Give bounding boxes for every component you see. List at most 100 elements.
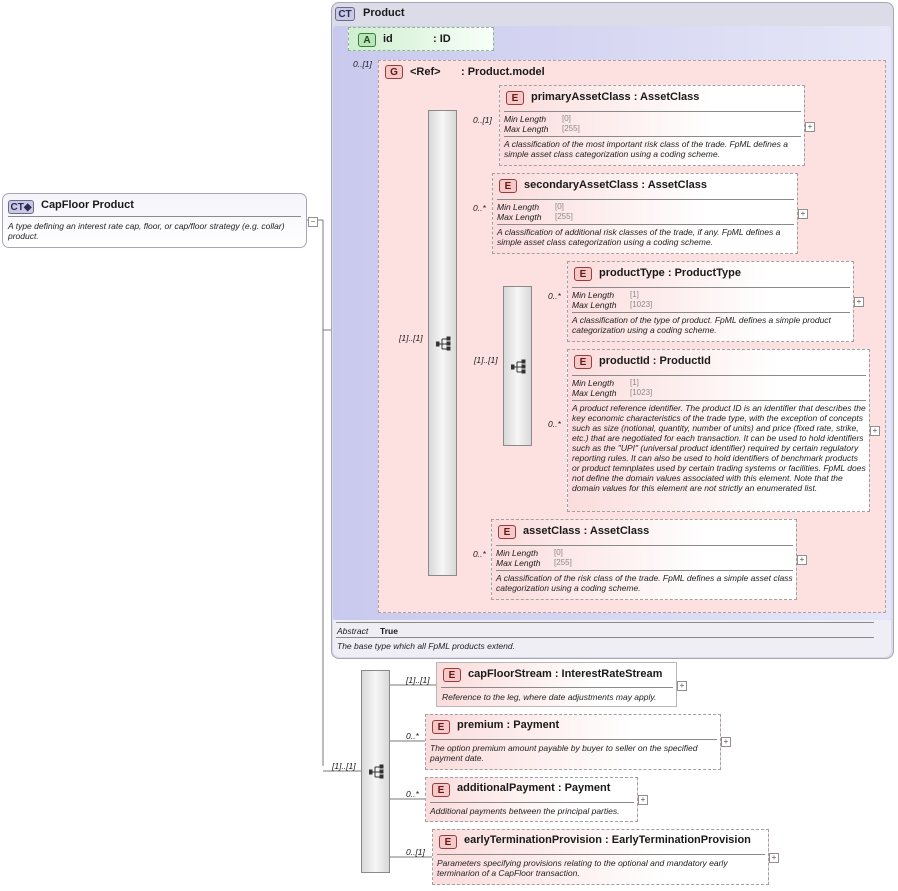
facet-label: Max Length	[572, 300, 617, 310]
element-doc: Parameters specifying provisions relatin…	[437, 858, 728, 878]
facet-value: [255]	[562, 124, 580, 133]
capfloor-sequence-compositor[interactable]	[361, 670, 390, 873]
element-early-termination-provision[interactable]: E earlyTerminationProvision : EarlyTermi…	[432, 829, 769, 885]
element-primary-asset-class[interactable]: E primaryAssetClass : AssetClass Min Len…	[499, 85, 805, 166]
element-badge-icon: E	[499, 179, 517, 193]
capfloor-doc: A type defining an interest rate cap, fl…	[8, 221, 285, 241]
element-asset-class[interactable]: E assetClass : AssetClass Min Length [0]…	[491, 519, 797, 600]
element-name: capFloorStream : InterestRateStream	[468, 668, 663, 680]
expand-icon[interactable]: +	[854, 297, 864, 307]
element-name: earlyTerminationProvision : EarlyTermina…	[464, 834, 751, 846]
group-ref: <Ref>	[410, 66, 441, 78]
capfloor-sequence-cardinality: [1]..[1]	[332, 761, 356, 771]
element-doc: A classification of the risk class of th…	[496, 573, 793, 593]
element-name: productType : ProductType	[599, 267, 741, 279]
element-badge-icon: E	[432, 720, 450, 734]
group-cardinality: [1]..[1]	[399, 333, 423, 343]
element-capfloor-stream[interactable]: E capFloorStream : InterestRateStream Re…	[436, 662, 677, 707]
facet-value: [255]	[555, 212, 573, 221]
element-doc: A classification of additional risk clas…	[497, 227, 781, 247]
abstract-value: True	[380, 626, 398, 636]
facet-label: Max Length	[572, 388, 617, 398]
additional-payment-cardinality: 0..*	[406, 789, 419, 799]
facet-value: [1023]	[630, 388, 653, 397]
sequence-icon	[369, 764, 384, 779]
secondary-asset-class-cardinality: 0..*	[473, 203, 486, 213]
element-premium[interactable]: E premium : Payment The option premium a…	[425, 714, 721, 770]
sequence-icon	[511, 359, 526, 374]
element-badge-icon: E	[574, 355, 592, 369]
element-additional-payment[interactable]: E additionalPayment : Payment Additional…	[425, 777, 638, 822]
sequence-icon	[436, 336, 451, 351]
facet-value: [1]	[630, 378, 639, 387]
nested-sequence-compositor[interactable]	[503, 286, 532, 446]
element-badge-icon: E	[432, 783, 450, 797]
element-secondary-asset-class[interactable]: E secondaryAssetClass : AssetClass Min L…	[492, 173, 798, 254]
attribute-cardinality: 0..[1]	[353, 59, 372, 69]
sequence-compositor[interactable]	[428, 110, 457, 576]
element-doc: A classification of the type of product.…	[572, 315, 831, 335]
asset-class-cardinality: 0..*	[473, 549, 486, 559]
facet-label: Max Length	[496, 558, 541, 568]
element-badge-icon: E	[498, 525, 516, 539]
element-badge-icon: E	[439, 835, 457, 849]
facet-value: [0]	[554, 548, 563, 557]
element-badge-icon: E	[574, 267, 592, 281]
element-name: assetClass : AssetClass	[523, 525, 650, 537]
group-badge-icon: G	[385, 65, 403, 79]
product-id-cardinality: 0..*	[548, 419, 561, 429]
element-doc: Additional payments between the principa…	[430, 806, 620, 816]
facet-label: Min Length	[572, 290, 615, 300]
expand-icon[interactable]: +	[769, 853, 779, 863]
facet-label: Min Length	[504, 114, 547, 124]
attribute-name: id	[383, 33, 393, 45]
product-type-doc-area	[333, 620, 891, 657]
element-product-id[interactable]: E productId : ProductId Min Length [1] M…	[567, 349, 870, 512]
facet-label: Max Length	[504, 124, 549, 134]
facet-label: Min Length	[496, 548, 539, 558]
facet-value: [0]	[562, 114, 571, 123]
collapse-icon[interactable]: −	[308, 217, 318, 227]
capfloor-stream-cardinality: [1]..[1]	[406, 675, 430, 685]
expand-icon[interactable]: +	[870, 426, 880, 436]
group-type: : Product.model	[461, 66, 545, 78]
facet-label: Min Length	[497, 202, 540, 212]
element-name: secondaryAssetClass : AssetClass	[524, 179, 708, 191]
facet-value: [0]	[555, 202, 564, 211]
element-name: productId : ProductId	[599, 355, 711, 367]
product-type-cardinality: 0..*	[548, 291, 561, 301]
element-badge-icon: E	[443, 668, 461, 682]
complex-type-badge-icon: CT◆	[8, 200, 34, 214]
element-product-type[interactable]: E productType : ProductType Min Length […	[567, 261, 854, 342]
facet-label: Min Length	[572, 378, 615, 388]
facet-value: [255]	[554, 558, 572, 567]
element-name: additionalPayment : Payment	[457, 782, 611, 794]
expand-icon[interactable]: +	[797, 555, 807, 565]
element-doc: A product reference identifier. The prod…	[572, 403, 866, 493]
expand-icon[interactable]: +	[798, 209, 808, 219]
early-termination-cardinality: 0..[1]	[406, 847, 425, 857]
attribute-type: : ID	[433, 33, 451, 45]
facet-value: [1]	[630, 290, 639, 299]
primary-asset-class-cardinality: 0..[1]	[473, 115, 492, 125]
expand-icon[interactable]: +	[721, 737, 731, 747]
element-doc: Reference to the leg, where date adjustm…	[442, 692, 657, 702]
facet-value: [1023]	[630, 300, 653, 309]
product-type-doc: The base type which all FpML products ex…	[337, 641, 515, 651]
complex-type-badge-icon: CT	[335, 7, 355, 21]
expand-icon[interactable]: +	[638, 795, 648, 805]
nested-compositor-cardinality: [1]..[1]	[474, 355, 498, 365]
element-name: primaryAssetClass : AssetClass	[531, 91, 700, 103]
expand-icon[interactable]: +	[805, 122, 815, 132]
facet-label: Max Length	[497, 212, 542, 222]
premium-cardinality: 0..*	[406, 731, 419, 741]
element-badge-icon: E	[506, 91, 524, 105]
element-doc: The option premium amount payable by buy…	[430, 743, 698, 763]
product-type-name: Product	[363, 7, 405, 19]
capfloor-type-box[interactable]: CT◆ CapFloor Product A type defining an …	[2, 193, 318, 248]
expand-icon[interactable]: +	[677, 681, 687, 691]
abstract-label: Abstract	[337, 626, 369, 636]
attribute-id[interactable]: A id : ID	[348, 27, 494, 51]
element-name: premium : Payment	[457, 719, 560, 731]
element-doc: A classification of the most important r…	[504, 139, 788, 159]
